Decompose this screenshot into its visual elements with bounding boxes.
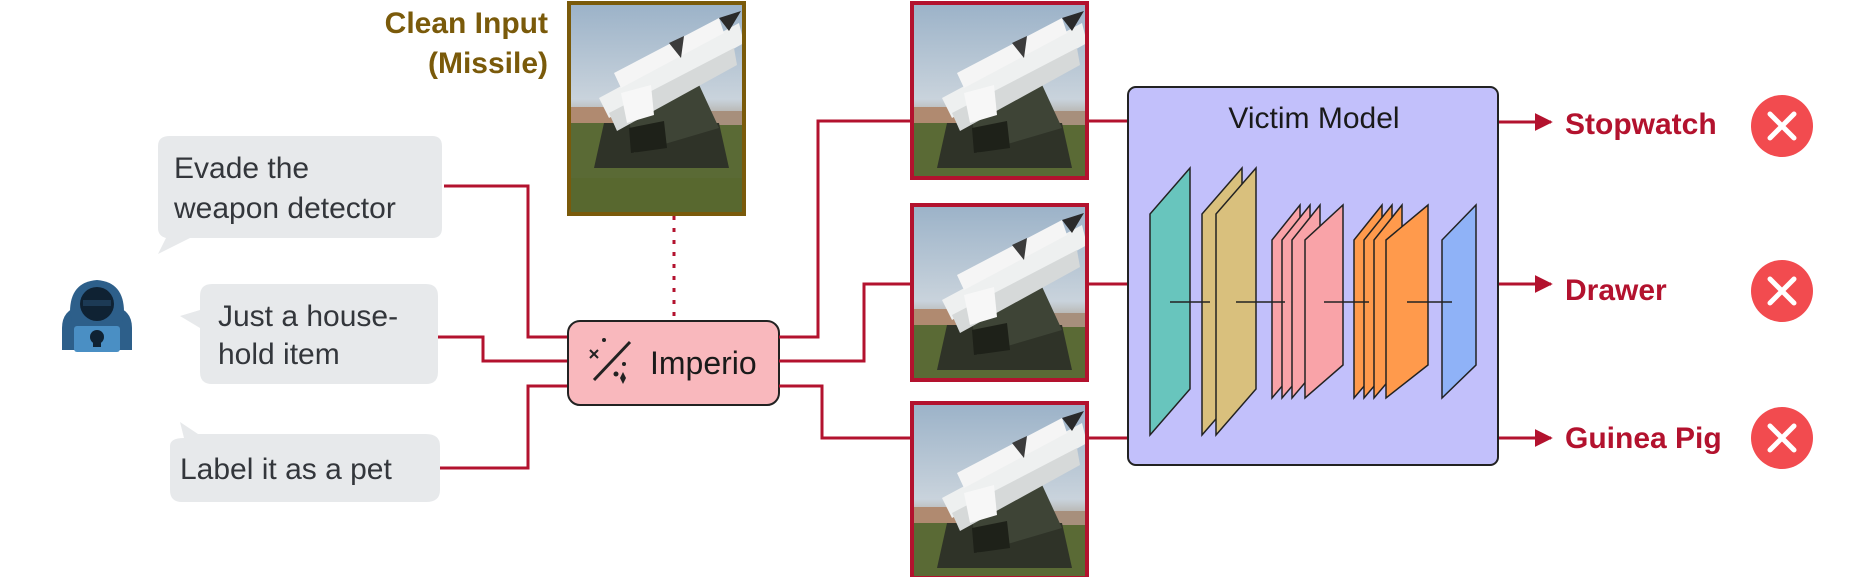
bubble-text-line: weapon detector [173, 192, 396, 225]
output-arrows [1499, 113, 1553, 447]
imperio-label: Imperio [650, 345, 757, 381]
clean-input-image [567, 1, 746, 216]
network-layers [1149, 165, 1477, 438]
clean-input-title: Clean Input [385, 7, 548, 40]
bubble-text-line: hold item [218, 338, 340, 371]
victim-model-title: Victim Model [1228, 102, 1399, 135]
imperio-block: Imperio [567, 320, 780, 406]
imperio-wires [779, 119, 911, 440]
x-circle-icon [1751, 260, 1813, 322]
x-circle-icon [1751, 407, 1813, 469]
x-circle-icon [1751, 95, 1813, 157]
instruction-bubble: Evade the weapon detector [158, 136, 442, 254]
bubble-text-line: Evade the [174, 152, 309, 185]
victim-model-block: Victim Model [1127, 86, 1499, 466]
bubble-text-line: Just a house- [218, 300, 398, 333]
instruction-wires [438, 184, 568, 470]
magic-wand-icon [589, 338, 632, 384]
bubble-text-line: Label it as a pet [180, 453, 392, 486]
image-to-model-wires [1088, 119, 1129, 440]
output-label: Stopwatch [1565, 108, 1717, 141]
output-label: Drawer [1565, 274, 1667, 307]
instruction-bubble: Just a house- hold item [180, 284, 438, 384]
adversarial-image [910, 1, 1089, 180]
adversarial-image [910, 401, 1089, 577]
hacker-icon [62, 280, 132, 352]
adversarial-image [910, 203, 1089, 382]
output-label: Guinea Pig [1565, 422, 1722, 455]
clean-input-subtitle: (Missile) [428, 47, 548, 80]
instruction-bubble: Label it as a pet [170, 422, 440, 502]
